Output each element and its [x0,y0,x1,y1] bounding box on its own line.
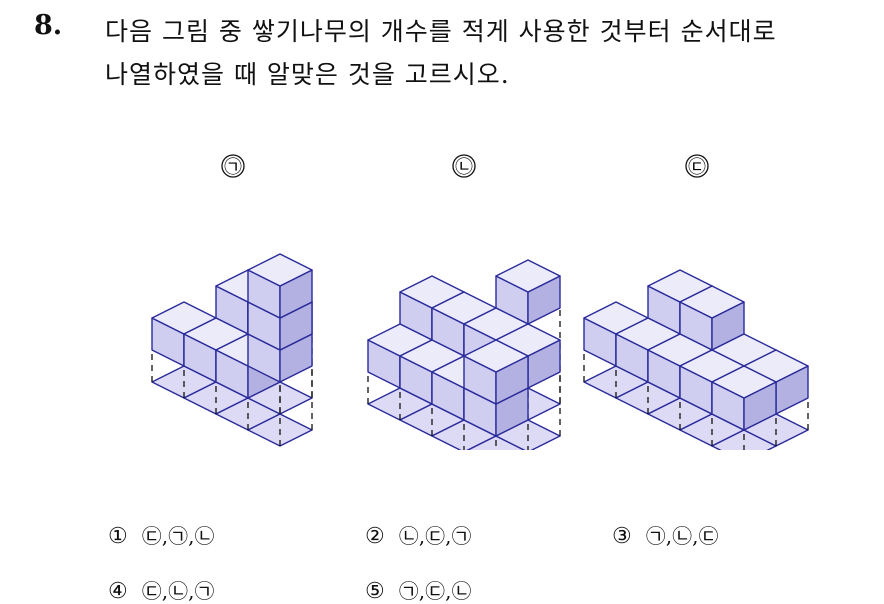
question-text-line-2: 나열하였을 때 알맞은 것을 고르시오. [105,60,510,89]
question-text-line-1: 다음 그림 중 쌓기나무의 개수를 적게 사용한 것부터 순서대로 [105,17,777,46]
figure-c-block-top [711,365,777,399]
figure-c: ㉢ [583,154,809,450]
figure-c-label: ㉢ [688,157,706,178]
figures-area: ㉠ ㉡ ㉢ [151,154,809,450]
figure-a-block-top [247,253,313,287]
figure-c-block-top [679,285,745,319]
figure-a-label: ㉠ [224,157,242,178]
figure-b-block-top [495,259,561,293]
figure-b-label-circle [452,154,476,178]
figure-b: ㉡ [367,154,561,450]
question-number: 8. [34,10,63,41]
figure-c-label-circle [685,154,709,178]
figure-a-label-circle [221,154,245,178]
figure-b-label: ㉡ [455,157,473,178]
figure-a: ㉠ [151,154,313,447]
figure-b-block-top [463,339,529,373]
